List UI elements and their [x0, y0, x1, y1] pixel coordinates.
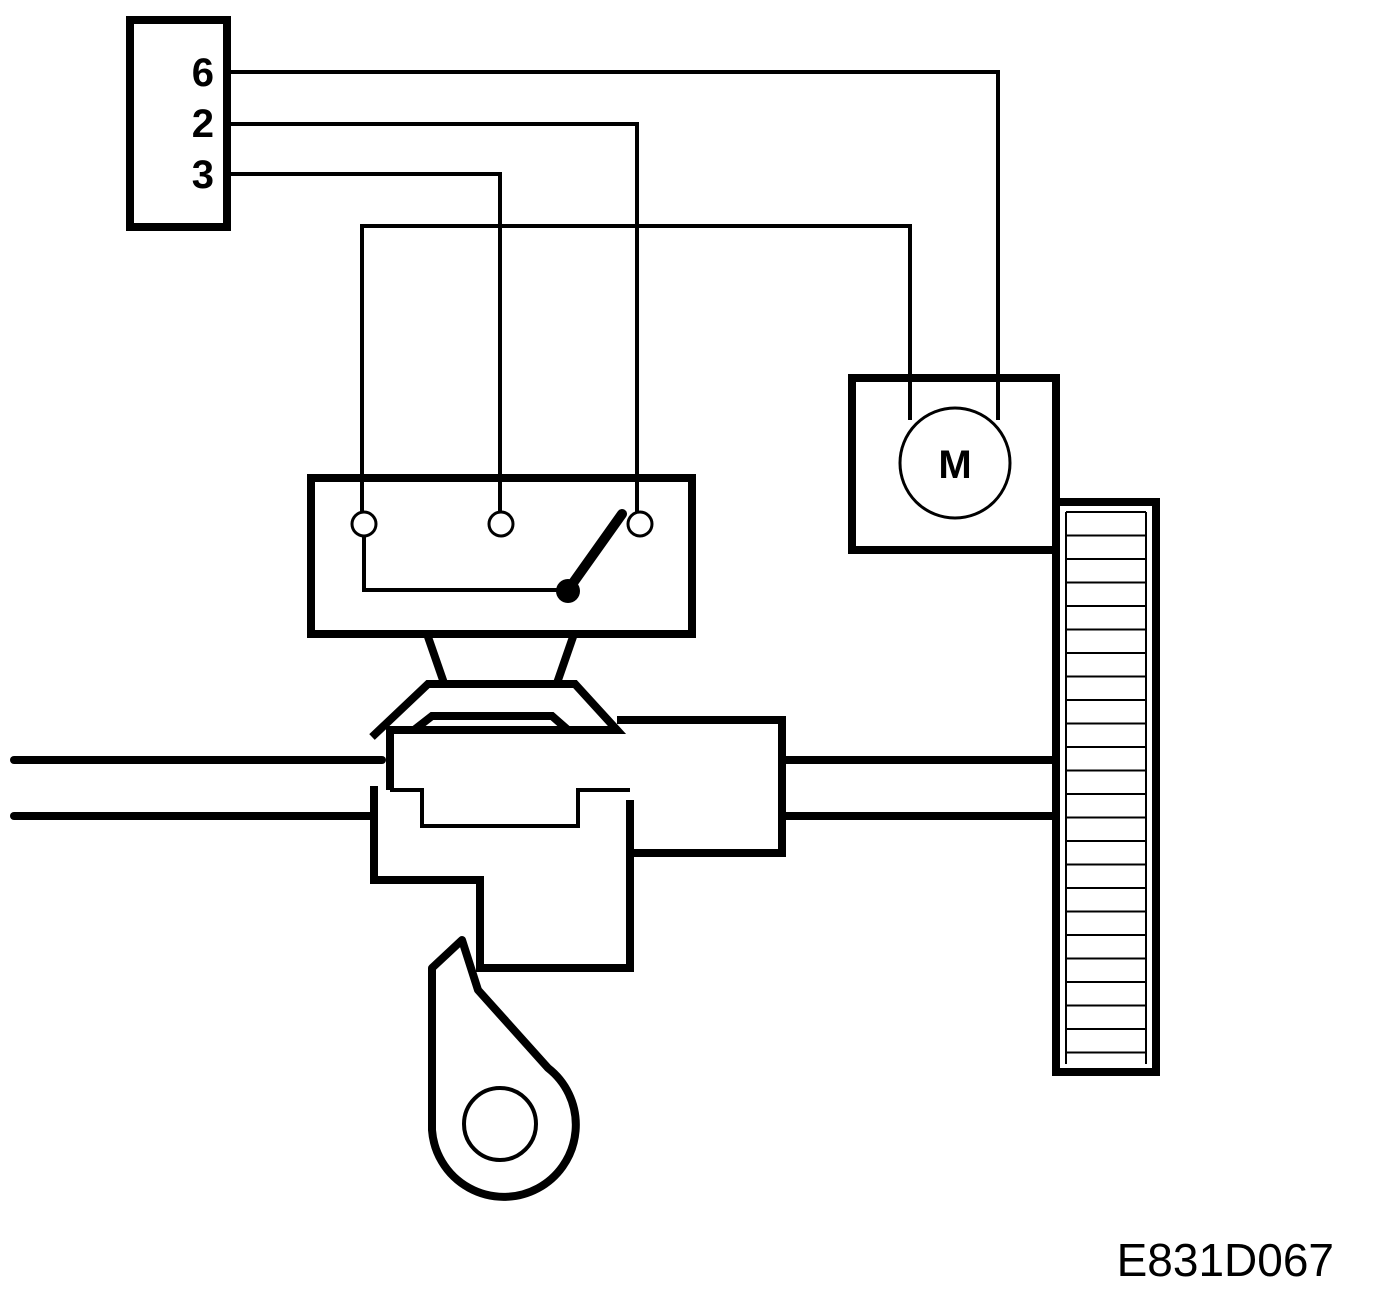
wire-pin-2-to-switch	[229, 122, 639, 512]
connector-body	[126, 16, 231, 231]
switch-actuator-leg-right	[553, 632, 578, 685]
motor-label: M	[938, 443, 971, 487]
connector-pin-2: 2	[192, 102, 214, 146]
figure-code: E831D067	[1117, 1234, 1334, 1286]
cam-block-lower	[370, 786, 634, 972]
motor-housing	[848, 374, 1060, 554]
wire-switch-common-to-motor	[360, 224, 912, 512]
switch-contact-arm	[563, 509, 627, 595]
connector-pin-3: 3	[192, 153, 214, 197]
cam-mechanism	[369, 680, 786, 972]
gear-body	[1052, 498, 1160, 1076]
gear-rack	[1052, 498, 1160, 1076]
switch-pivot	[556, 579, 580, 603]
shaft	[10, 756, 1056, 820]
microswitch	[307, 474, 696, 685]
motor-symbol	[898, 406, 1012, 520]
cam-block-right	[617, 716, 786, 857]
gear-teeth	[1065, 511, 1147, 1064]
lever	[428, 936, 580, 1201]
switch-internal-wire	[362, 536, 568, 592]
wire-pin-3-to-switch	[229, 172, 502, 512]
wire-pin-6-to-motor	[229, 70, 1000, 420]
lever-bushing	[462, 1086, 538, 1162]
lever-body	[428, 936, 580, 1201]
switch-actuator-leg-left	[423, 632, 448, 685]
wires	[229, 70, 1000, 512]
cam-block-upper	[386, 726, 617, 790]
switch-terminal-common	[350, 510, 378, 538]
switch-terminal-right	[626, 510, 654, 538]
motor-assembly: M	[848, 374, 1060, 554]
switch-terminal-middle	[487, 510, 515, 538]
switch-housing	[307, 474, 696, 638]
connector: 6 2 3	[126, 16, 231, 231]
cam-slot	[390, 788, 630, 828]
connector-pin-6: 6	[192, 51, 214, 95]
